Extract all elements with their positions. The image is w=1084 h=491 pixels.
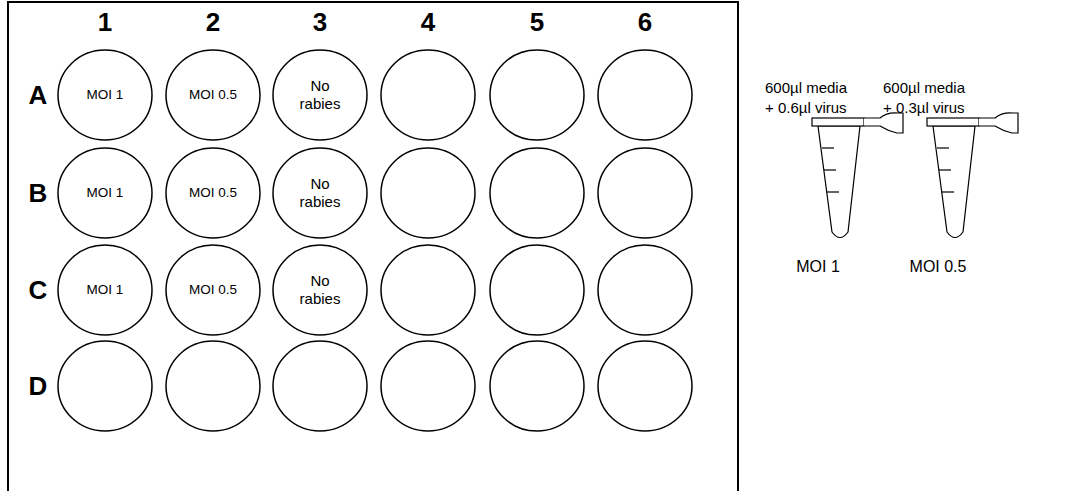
well: MOI 1	[57, 244, 153, 336]
tube-symbol	[927, 113, 1018, 238]
row-letter: A	[29, 80, 48, 111]
column-number: 2	[206, 7, 220, 38]
column-number: 6	[638, 7, 652, 38]
well-label: MOI 0.5	[169, 184, 257, 202]
well-label: No rabies	[294, 272, 346, 308]
tube-contents: 600µl media + 0.6µl virus	[765, 78, 855, 118]
row-letter: D	[29, 371, 48, 402]
well: No rabies	[272, 147, 368, 239]
tube-label: MOI 0.5	[910, 258, 967, 276]
column-number: 4	[421, 7, 435, 38]
well: MOI 0.5	[165, 147, 261, 239]
column-number: 5	[530, 7, 544, 38]
column-number: 3	[313, 7, 327, 38]
well-label: MOI 1	[61, 281, 149, 299]
tube-symbol	[812, 113, 903, 238]
well-label: MOI 0.5	[169, 281, 257, 299]
tube-label: MOI 1	[796, 258, 840, 276]
well-label: MOI 0.5	[169, 86, 257, 104]
well: MOI 1	[57, 49, 153, 141]
well-label: MOI 1	[61, 86, 149, 104]
plate-outline	[8, 2, 738, 491]
tube-contents: 600µl media + 0.3µl virus	[883, 78, 973, 118]
column-number: 1	[98, 7, 112, 38]
well: No rabies	[272, 49, 368, 141]
well: No rabies	[272, 244, 368, 336]
row-letter: C	[29, 275, 48, 306]
well: MOI 0.5	[165, 49, 261, 141]
well: MOI 0.5	[165, 244, 261, 336]
well-label: No rabies	[294, 77, 346, 113]
well-label: MOI 1	[61, 184, 149, 202]
well-label: No rabies	[294, 175, 346, 211]
row-letter: B	[29, 178, 48, 209]
well: MOI 1	[57, 147, 153, 239]
empty-wells	[58, 50, 692, 431]
